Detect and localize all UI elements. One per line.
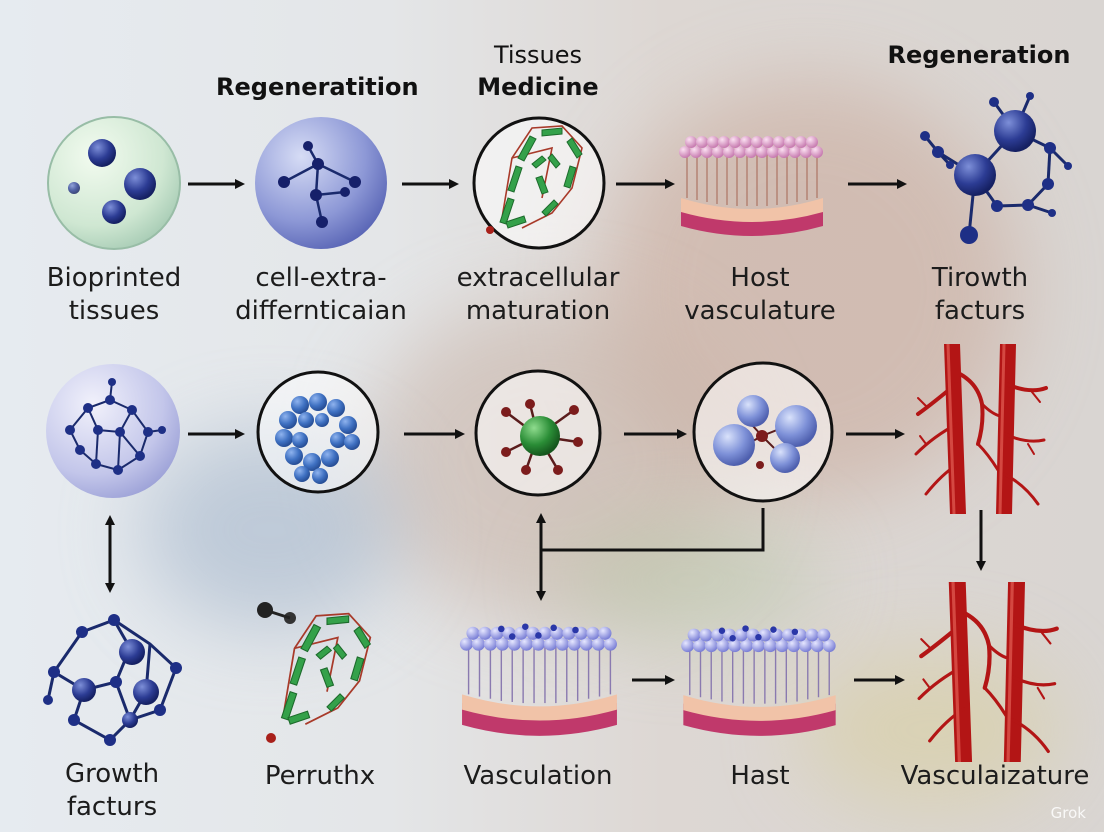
- growth-factors-network: [43, 614, 182, 746]
- label-perruthx: Perruthx: [264, 761, 376, 791]
- label-hast: Hast: [730, 761, 790, 791]
- blood-vessel-bottom: [919, 582, 1057, 762]
- label-vasculaizature: Vasculaizature: [900, 761, 1090, 791]
- cell-cluster-circle: [256, 370, 380, 494]
- vasculation-membrane: [459, 622, 618, 737]
- header-col5: Regeneration: [887, 41, 1071, 69]
- watermark: Grok: [1050, 804, 1086, 822]
- growth-factor-circle: [474, 369, 602, 497]
- peptide-protein: [257, 602, 372, 743]
- extracellular-maturation-circle: [472, 116, 606, 250]
- header-col3-line2: Medicine: [477, 73, 599, 101]
- feedback-connector: [541, 508, 765, 552]
- label-vasculation: Vasculation: [463, 761, 613, 791]
- bioprinted-tissues-sphere: [47, 116, 181, 250]
- blood-vessel-top: [916, 344, 1046, 514]
- hast-membrane: [680, 624, 837, 737]
- header-col3-line1: Tissues: [493, 41, 583, 69]
- network-sphere: [46, 364, 180, 498]
- host-vasculature-membrane: [678, 135, 824, 237]
- vesicle-circle: [692, 361, 834, 503]
- cell-differentiation-sphere: [255, 117, 387, 249]
- growth-factors-molecule: [920, 92, 1072, 244]
- header-col2: Regeneratition: [216, 73, 419, 101]
- label-cell-differentiation: cell-extra-differnticaian: [235, 263, 407, 326]
